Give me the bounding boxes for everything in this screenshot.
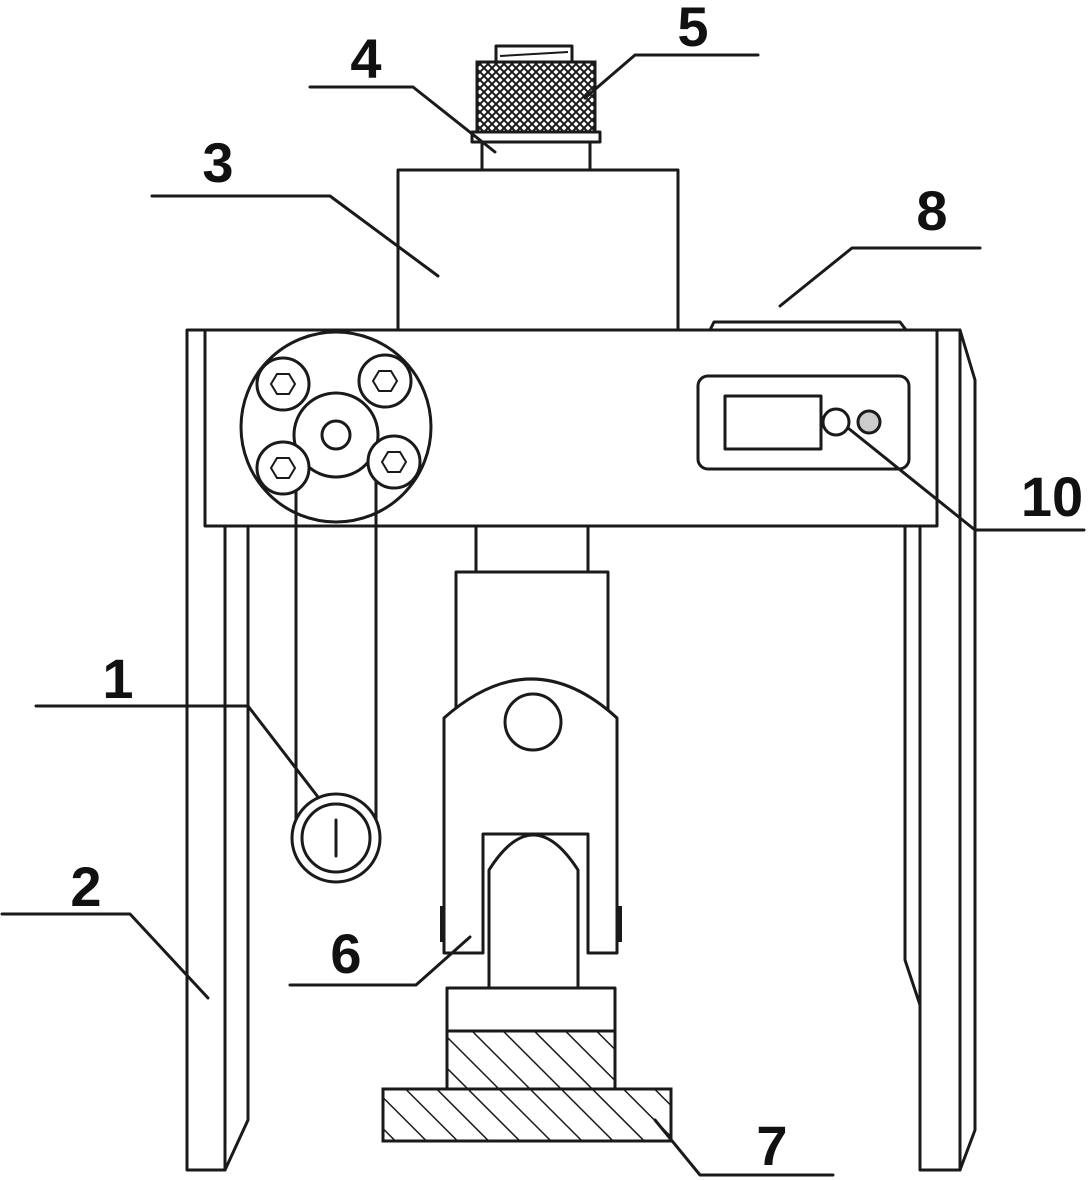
label-3: 3 <box>202 131 233 194</box>
hex-socket-bolt-icon <box>357 353 413 409</box>
label-8: 8 <box>916 179 947 242</box>
display-screen <box>723 394 823 451</box>
label-7: 7 <box>756 1114 787 1177</box>
label-6: 6 <box>330 922 361 985</box>
clevis-pin <box>503 692 563 752</box>
hex-socket-bolt-icon <box>255 440 311 496</box>
label-5: 5 <box>677 0 708 58</box>
control-panel <box>696 374 911 471</box>
label-1: 1 <box>102 647 133 710</box>
label-10: 10 <box>1021 465 1083 528</box>
power-button[interactable] <box>821 407 851 437</box>
label-4: 4 <box>350 27 381 90</box>
grip-tongue <box>487 833 580 990</box>
drive-pulley <box>239 330 433 840</box>
shaft-collar <box>480 138 592 172</box>
motor-housing <box>396 168 680 332</box>
hex-socket-bolt-icon <box>255 356 311 412</box>
label-2: 2 <box>70 855 101 918</box>
pin-tab-right <box>617 906 622 942</box>
clevis-fork <box>442 677 619 955</box>
leader-lines <box>0 53 1086 1177</box>
knurled-knob <box>475 60 597 134</box>
lower-roller <box>290 792 382 884</box>
hex-socket-bolt-icon <box>366 434 422 490</box>
indicator-light <box>856 409 882 435</box>
top-lid <box>708 320 908 332</box>
mount-block <box>445 986 617 1033</box>
upper-shaft <box>474 524 590 574</box>
specimen-base <box>381 1087 673 1143</box>
specimen-upper <box>445 1029 617 1091</box>
pin-tab-left <box>440 906 445 942</box>
